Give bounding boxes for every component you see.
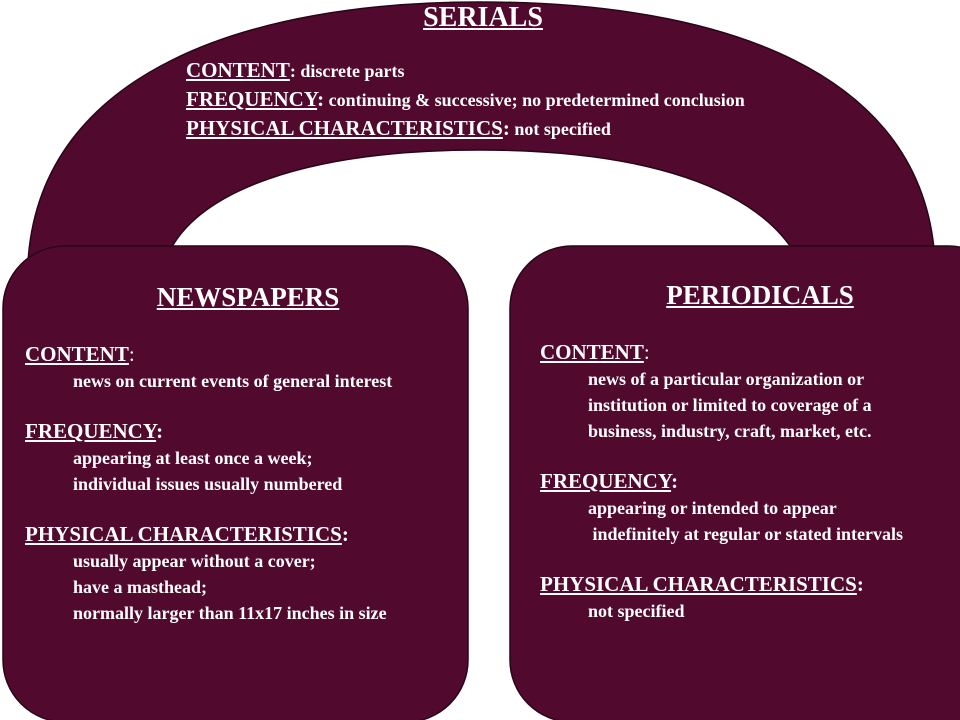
newspapers-content-label: CONTENT — [25, 342, 129, 366]
newspapers-frequency-line: individual issues usually numbered — [73, 474, 343, 494]
periodicals-frequency-label: FREQUENCY — [540, 469, 672, 493]
periodicals-title: PERIODICALS — [666, 280, 854, 310]
newspapers-box-shape — [2, 245, 469, 720]
periodicals-frequency-line: appearing or intended to appear — [588, 498, 837, 518]
periodicals-content-section: CONTENT: news of a particular organizati… — [540, 338, 872, 444]
newspapers-title: NEWSPAPERS — [156, 282, 340, 312]
periodicals-content-line: institution or limited to coverage of a — [588, 395, 872, 415]
newspapers-physical-sep: : — [341, 522, 349, 546]
serials-frequency-value: continuing & successive; no predetermine… — [324, 90, 745, 110]
newspapers-content-line: news on current events of general intere… — [73, 371, 393, 391]
newspapers-physical-label: PHYSICAL CHARACTERISTICS — [25, 522, 342, 546]
serials-content-label: CONTENT — [186, 58, 290, 82]
periodicals-physical-section: PHYSICAL CHARACTERISTICS: not specified — [540, 570, 864, 624]
serials-physical-label: PHYSICAL CHARACTERISTICS — [186, 116, 503, 140]
serials-frequency-row: FREQUENCY: continuing & successive; no p… — [186, 85, 745, 114]
periodicals-physical-label: PHYSICAL CHARACTERISTICS — [540, 572, 857, 596]
newspapers-physical-line: normally larger than 11x17 inches in siz… — [73, 603, 387, 623]
serials-frequency-sep: : — [317, 87, 325, 111]
periodicals-content-line: business, industry, craft, market, etc. — [588, 421, 872, 441]
newspapers-frequency-section: FREQUENCY: appearing at least once a wee… — [25, 417, 342, 497]
newspapers-frequency-line: appearing at least once a week; — [73, 448, 313, 468]
serials-frequency-label: FREQUENCY — [186, 87, 318, 111]
serials-content-sep: : — [289, 61, 296, 81]
serials-physical-row: PHYSICAL CHARACTERISTICS: not specified — [186, 114, 745, 143]
newspapers-physical-section: PHYSICAL CHARACTERISTICS: usually appear… — [25, 520, 387, 626]
newspapers-frequency-label: FREQUENCY — [25, 419, 157, 443]
periodicals-content-line: news of a particular organization or — [588, 369, 865, 389]
serials-arch-shape — [27, 1, 936, 263]
serials-attributes: CONTENT: discrete parts FREQUENCY: conti… — [186, 56, 745, 143]
newspapers-content-section: CONTENT: news on current events of gener… — [25, 340, 392, 394]
periodicals-frequency-section: FREQUENCY: appearing or intended to appe… — [540, 467, 903, 547]
periodicals-physical-line: not specified — [588, 601, 685, 621]
serials-physical-value: not specified — [509, 119, 611, 139]
serials-physical-sep: : — [502, 116, 510, 140]
serials-content-value: discrete parts — [295, 61, 405, 81]
periodicals-content-sep: : — [643, 340, 650, 364]
periodicals-content-label: CONTENT — [540, 340, 644, 364]
newspapers-content-sep: : — [128, 342, 135, 366]
newspapers-frequency-sep: : — [156, 419, 164, 443]
serials-title: SERIALS — [423, 2, 543, 33]
periodicals-frequency-sep: : — [671, 469, 679, 493]
newspapers-physical-line: usually appear without a cover; — [73, 551, 316, 571]
periodicals-box-shape — [509, 245, 960, 720]
serials-content-row: CONTENT: discrete parts — [186, 56, 745, 85]
periodicals-frequency-line: indefinitely at regular or stated interv… — [588, 524, 903, 544]
periodicals-physical-sep: : — [856, 572, 864, 596]
newspapers-physical-line: have a masthead; — [73, 577, 207, 597]
